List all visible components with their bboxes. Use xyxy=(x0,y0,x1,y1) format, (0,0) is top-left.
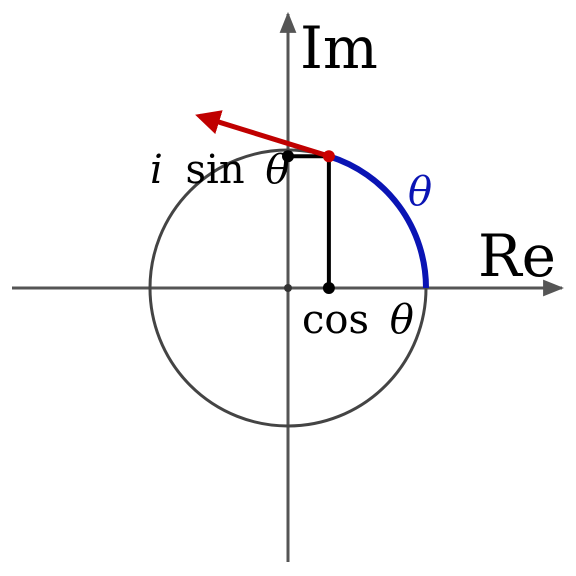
sin-point xyxy=(282,150,294,163)
sin-label-theta: θ xyxy=(265,147,289,193)
sin-label-fn: sin xyxy=(186,147,245,193)
point-on-circle xyxy=(322,150,335,163)
imaginary-axis-label: Im xyxy=(300,14,378,82)
cos-point xyxy=(322,282,335,294)
tangent-arrow xyxy=(195,110,330,159)
arc-theta-label: θ xyxy=(408,169,432,215)
cos-label-fn: cos xyxy=(302,297,369,343)
real-axis-label: Re xyxy=(478,222,556,290)
sin-label-i: i xyxy=(150,147,163,193)
cos-label-theta: θ xyxy=(390,297,414,343)
sin-label: i sin θ xyxy=(150,147,289,193)
origin-dot xyxy=(284,284,292,292)
angle-arc xyxy=(328,153,429,289)
cos-label: cos θ xyxy=(302,297,414,343)
